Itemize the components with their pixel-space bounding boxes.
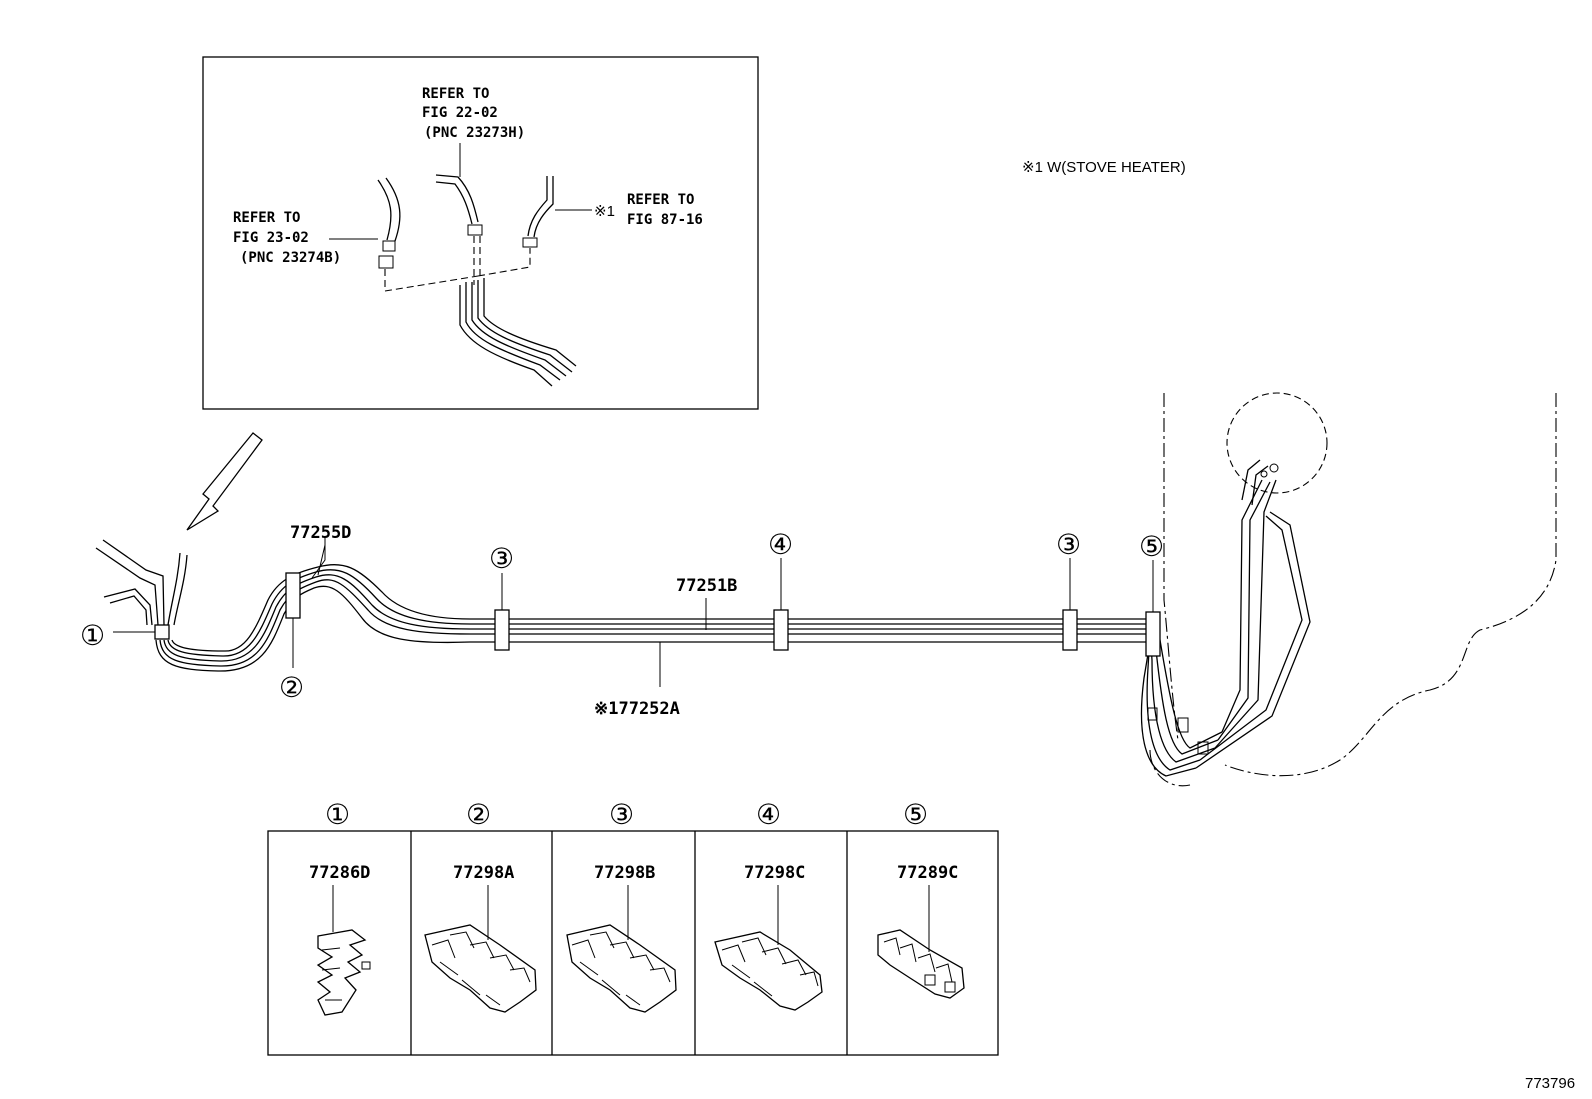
clamp-4: [773, 558, 789, 651]
clamp-3a: [494, 573, 510, 651]
clamp-1: [113, 624, 170, 640]
ref-22-line2: FIG 22-02: [422, 105, 498, 121]
clamp-2: [285, 572, 301, 668]
clamp-77289C-illustration: [877, 885, 965, 999]
clamp-77298C-illustration: [714, 885, 823, 1011]
ref-87-line2: FIG 87-16: [627, 212, 703, 228]
clamp-5: [1145, 560, 1161, 657]
part-leaders: [311, 538, 707, 687]
callout-4: ④: [768, 528, 793, 561]
figure-number: 773796: [1525, 1075, 1575, 1092]
ref-22-line3: (PNC 23273H): [424, 125, 525, 141]
ref-22-line1: REFER TO: [422, 86, 489, 102]
table-part-77298B: 77298B: [594, 863, 655, 883]
parts-table-frame: [267, 830, 999, 1056]
ref-23-line3: (PNC 23274B): [240, 250, 341, 266]
stove-heater-note: ※1 W(STOVE HEATER): [1022, 159, 1186, 176]
ref-87-line1: REFER TO: [627, 192, 694, 208]
clamp-3b: [1062, 558, 1078, 651]
table-header-1: ①: [325, 798, 350, 831]
ref-fig-23-02: REFER TO FIG 23-02 (PNC 23274B): [233, 210, 341, 266]
callout-3a: ③: [489, 542, 514, 575]
ref-fig-22-02: REFER TO FIG 22-02 (PNC 23273H): [422, 86, 525, 141]
ref-fig-87-16: ※1 REFER TO FIG 87-16: [594, 192, 703, 228]
table-header-4: ④: [756, 798, 781, 831]
part-77251B: 77251B: [676, 576, 737, 596]
callout-1-label: ①: [80, 619, 105, 652]
callout-5: ⑤: [1139, 530, 1164, 563]
table-part-77286D: 77286D: [309, 863, 370, 883]
clamp-77298A-illustration: [424, 885, 537, 1013]
parts-table: ① ② ③ ④ ⑤ 77286D 77298A 77298B 77298C 77…: [267, 798, 999, 1056]
part-77255D: 77255D: [290, 523, 351, 543]
callout-3a-label: ③: [489, 542, 514, 575]
part-77252A: ※177252A: [594, 699, 680, 719]
ref-23-line1: REFER TO: [233, 210, 300, 226]
ref-87-mark: ※1: [594, 203, 615, 220]
callout-1: ①: [80, 619, 105, 652]
callout-2: ②: [279, 671, 304, 704]
ref-23-line2: FIG 23-02: [233, 230, 309, 246]
table-header-5: ⑤: [903, 798, 928, 831]
view-direction-arrow: [186, 432, 263, 531]
table-part-77298A: 77298A: [453, 863, 514, 883]
callout-2-label: ②: [279, 671, 304, 704]
callout-3b-label: ③: [1056, 528, 1081, 561]
clamp-77298B-illustration: [566, 885, 677, 1013]
table-header-3: ③: [609, 798, 634, 831]
clamp-77286D-illustration: [316, 885, 371, 1016]
inset-drawing: [329, 143, 592, 387]
table-header-2: ②: [466, 798, 491, 831]
inset-frame: [202, 56, 759, 410]
main-pipe-assembly: [95, 392, 1557, 787]
callout-5-label: ⑤: [1139, 530, 1164, 563]
callout-3b: ③: [1056, 528, 1081, 561]
callout-4-label: ④: [768, 528, 793, 561]
table-part-77298C: 77298C: [744, 863, 805, 883]
table-part-77289C: 77289C: [897, 863, 958, 883]
